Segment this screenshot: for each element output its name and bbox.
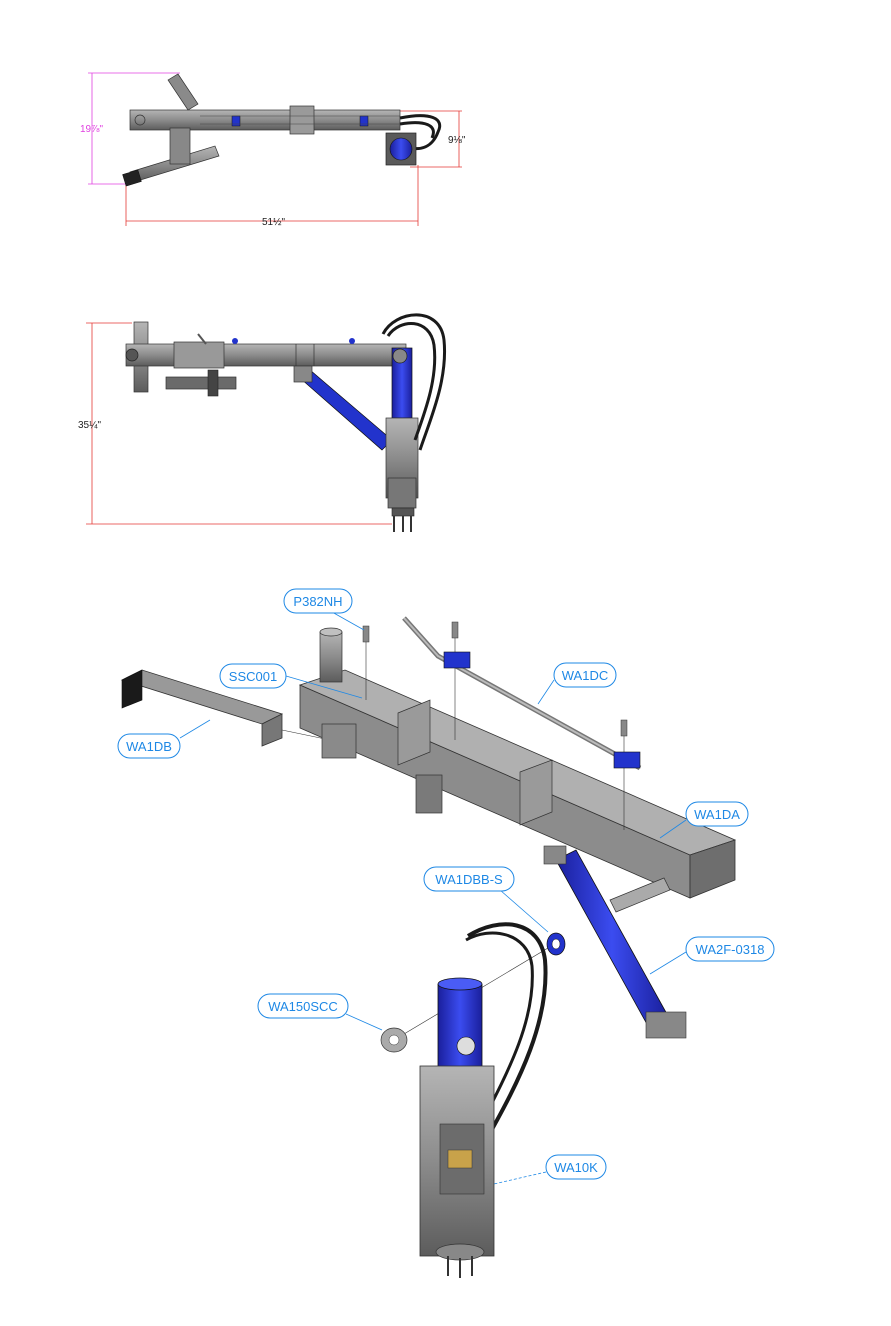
height-dim-label-side: 35¼" [78, 419, 101, 431]
callout-wa2f-0318: WA2F-0318 [649, 936, 775, 975]
side-view: 35¼" [78, 313, 447, 532]
callout-label-wa10k: WA10K [554, 1160, 598, 1175]
depth-dim-label-top: 9⅛" [448, 135, 466, 146]
main-beam-side [125, 343, 407, 367]
callout-wa10k: WA10K [493, 1154, 607, 1185]
callout-wa1da: WA1DA [659, 801, 749, 839]
callout-p382nh: P382NH [283, 588, 365, 631]
height-dim-label-top: 19⅞" [80, 124, 103, 135]
exploded-view: P382NH SSC001 WA1DB WA1DC WA1DA [117, 588, 775, 1278]
callout-wa1dbb-s: WA1DBB-S [423, 866, 549, 933]
height-dimension-top: 19⅞" [80, 72, 180, 185]
callout-label-wa1dbb-s: WA1DBB-S [435, 872, 503, 887]
callout-label-ssc001: SSC001 [229, 669, 277, 684]
callout-label-wa150scc: WA150SCC [268, 999, 338, 1014]
callout-wa1dc: WA1DC [537, 662, 617, 705]
callout-wa1db: WA1DB [117, 719, 211, 759]
callout-label-wa1dc: WA1DC [562, 668, 608, 683]
callout-label-p382nh: P382NH [293, 594, 342, 609]
callout-wa150scc: WA150SCC [257, 993, 383, 1031]
callout-ssc001: SSC001 [219, 663, 363, 699]
depth-dimension-top: 9⅛" [400, 110, 466, 168]
height-dimension-side: 35¼" [78, 322, 392, 525]
main-beam-exploded [299, 684, 691, 899]
callout-label-wa2f-0318: WA2F-0318 [696, 942, 765, 957]
top-view: 19⅞" 9⅛" 51½" [80, 72, 466, 228]
width-dimension-top: 51½" [125, 165, 419, 228]
callout-label-wa1db: WA1DB [126, 739, 172, 754]
callout-label-wa1da: WA1DA [694, 807, 740, 822]
width-dim-label-top: 51½" [262, 217, 285, 228]
main-beam-top [129, 109, 401, 131]
